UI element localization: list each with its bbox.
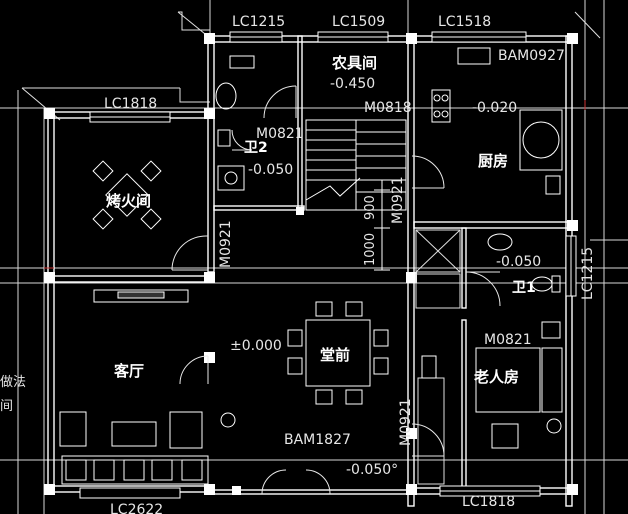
windows	[79, 31, 577, 499]
room-nongju: 农具间	[331, 54, 377, 72]
door-label-m0921-bottom: M0921	[398, 398, 414, 446]
door-label-m0821-w2: M0821	[256, 126, 304, 142]
level-kitchen: -0.020	[472, 100, 517, 116]
dim-1000: 1000	[363, 233, 378, 266]
columns	[44, 33, 578, 495]
axis-marks	[44, 100, 586, 269]
room-tangqian: 堂前	[320, 346, 350, 364]
window-label-lc1818-left: LC1818	[104, 96, 157, 112]
level-nongju: -0.450	[330, 76, 375, 92]
room-kaohuo: 烤火间	[106, 192, 151, 210]
side-note-2: 间	[0, 399, 13, 414]
window-label-lc1215-top: LC1215	[232, 14, 285, 30]
dining-set	[287, 301, 389, 405]
fire-room-table	[92, 160, 162, 230]
door-label-m0921-left: M0921	[218, 220, 234, 268]
window-label-lc1518: LC1518	[438, 14, 491, 30]
elder-room-furniture	[475, 321, 563, 449]
room-keting: 客厅	[113, 362, 144, 380]
level-hall: ±0.000	[230, 338, 282, 354]
door-label-m0921-stair: M0921	[390, 176, 406, 224]
window-label-lc1509: LC1509	[332, 14, 385, 30]
room-wei2: 卫2	[244, 140, 268, 156]
window-label-bam1827: BAM1827	[284, 432, 351, 448]
fixtures	[215, 47, 563, 293]
room-chufang: 厨房	[478, 152, 508, 170]
window-label-lc1215-right: LC1215	[580, 247, 596, 300]
room-wei1: 卫1	[512, 280, 536, 296]
room-laorenfang: 老人房	[473, 368, 519, 386]
living-furniture	[59, 289, 437, 485]
window-label-bam0927: BAM0927	[498, 48, 565, 64]
level-wei2: -0.050	[248, 162, 293, 178]
level-wei1: -0.050	[496, 254, 541, 270]
door-label-m0821-elder: M0821	[484, 332, 532, 348]
window-label-lc1818-bottom: LC1818	[462, 494, 515, 510]
stairs	[305, 119, 407, 271]
dim-900: 900	[363, 195, 378, 220]
window-label-lc2622: LC2622	[110, 502, 163, 514]
level-entry: -0.050°	[346, 462, 398, 478]
side-note-1: 做法	[0, 375, 26, 390]
door-label-m0818: M0818	[364, 100, 412, 116]
